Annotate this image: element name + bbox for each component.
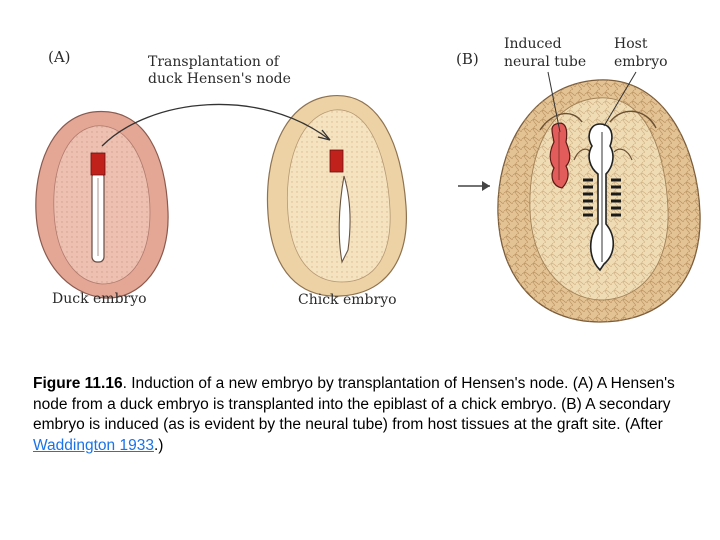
figure-number: Figure 11.16 [33, 375, 123, 392]
host-label-line1: Host [614, 36, 648, 52]
chick-embryo-label: Chick embryo [298, 292, 397, 308]
panel-a-label: (A) [48, 48, 71, 66]
host-pointer [603, 71, 637, 127]
transplant-label-line2: duck Hensen's node [148, 71, 291, 87]
host-neural-tube [588, 123, 615, 272]
host-label-line2: embryo [614, 54, 668, 70]
induced-label-line1: Induced [504, 36, 562, 52]
panel-arrow [458, 181, 490, 191]
induced-label-line2: neural tube [504, 54, 586, 70]
transplant-label-line1: Transplantation of [148, 54, 281, 70]
caption-text: . Induction of a new embryo by transplan… [33, 375, 675, 433]
caption-end: .) [153, 436, 164, 454]
transplant-arrow [101, 103, 331, 147]
embryo-diagram: (A) (B) Transplantation of duck Hensen's… [35, 36, 701, 323]
duck-embryo-label: Duck embryo [52, 291, 147, 307]
chick-embryo [266, 95, 407, 297]
figure-caption: Figure 11.16. Induction of a new embryo … [33, 374, 693, 456]
host-embryo [497, 79, 701, 323]
duck-hensens-node [90, 152, 106, 176]
induced-neural-tube [549, 122, 571, 189]
waddington-citation-link[interactable]: Waddington 1933 [33, 436, 154, 454]
duck-embryo [35, 111, 169, 299]
induced-pointer [547, 71, 561, 133]
grafted-hensens-node [329, 149, 344, 173]
panel-b-label: (B) [456, 50, 479, 68]
